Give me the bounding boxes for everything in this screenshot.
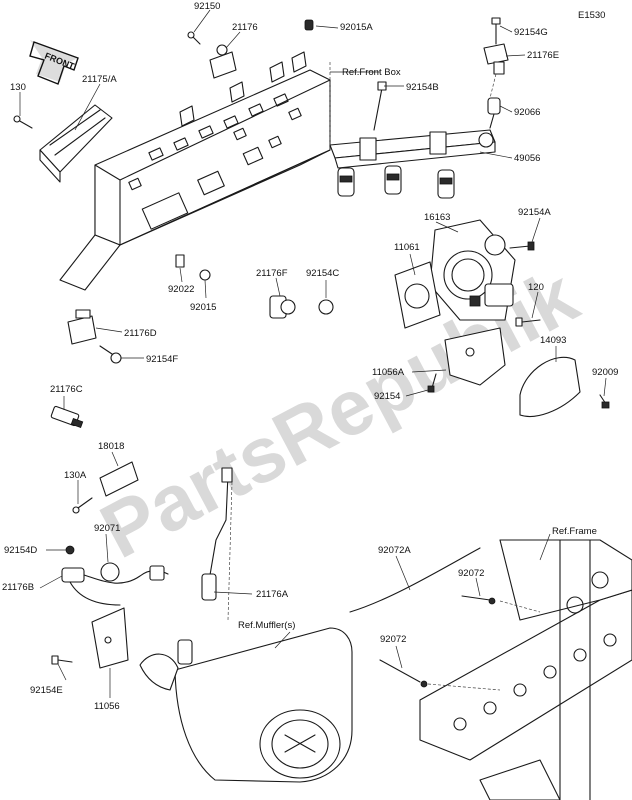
bracket-18018 xyxy=(99,461,139,497)
cover-14093 xyxy=(519,356,581,417)
part-label[interactable]: 11061 xyxy=(394,242,420,253)
part-label[interactable]: 92072 xyxy=(380,634,406,645)
part-label[interactable]: 92154G xyxy=(514,27,548,38)
cable-tie-92072-upper xyxy=(461,595,496,605)
part-label[interactable]: 92066 xyxy=(514,107,540,118)
part-label[interactable]: 92071 xyxy=(94,523,120,534)
bolt-92154 xyxy=(427,373,437,393)
part-label[interactable]: 92072A xyxy=(378,545,411,556)
part-label[interactable]: 92154B xyxy=(406,82,439,93)
bolt-92154f xyxy=(99,345,122,364)
ref-frame-label: Ref.Frame xyxy=(552,526,597,537)
part-label[interactable]: 92154E xyxy=(30,685,63,696)
part-label[interactable]: 92154D xyxy=(4,545,37,556)
part-label[interactable]: 92154 xyxy=(374,391,400,402)
part-label[interactable]: 92022 xyxy=(168,284,194,295)
ecu-module xyxy=(39,104,113,183)
part-labels: 92150 21176 92015A 92154G 21176E 130 211… xyxy=(2,1,618,712)
pressure-sensor-92066 xyxy=(487,97,501,129)
bolt-92150 xyxy=(187,31,201,45)
sensor-21176f xyxy=(269,295,296,319)
bolt-130a xyxy=(72,497,93,514)
part-label[interactable]: 92015A xyxy=(340,22,373,33)
part-label[interactable]: 21175/A xyxy=(82,74,117,85)
part-label[interactable]: 18018 xyxy=(98,441,124,452)
muffler xyxy=(139,627,353,783)
part-label[interactable]: 21176F xyxy=(256,268,288,279)
cable-tie-92072-lower xyxy=(379,659,428,688)
sensor-21176e xyxy=(483,43,509,75)
part-label[interactable]: 130A xyxy=(64,470,87,481)
leader-lines xyxy=(19,9,607,698)
part-label[interactable]: 49056 xyxy=(514,153,540,164)
part-label[interactable]: 92154A xyxy=(518,207,551,218)
cable-tie-92072a xyxy=(349,547,481,613)
part-label[interactable]: 21176A xyxy=(256,589,289,600)
nut-92015 xyxy=(199,269,211,281)
o2-sensor-21176a xyxy=(201,467,233,601)
sensor-21176d xyxy=(67,309,97,345)
front-box-bracket xyxy=(59,51,331,291)
diagram-code: E1530 xyxy=(578,10,605,21)
ref-front-box-label: Ref.Front Box xyxy=(342,67,401,78)
sensor-21176 xyxy=(209,44,237,79)
part-label[interactable]: 21176 xyxy=(232,22,258,33)
dashed-guides xyxy=(227,62,541,691)
frame xyxy=(419,539,632,800)
part-label[interactable]: 92154C xyxy=(306,268,339,279)
part-label[interactable]: 21176D xyxy=(124,328,157,339)
part-label[interactable]: 16163 xyxy=(424,212,450,223)
bracket-11056a xyxy=(444,327,506,386)
part-label[interactable]: 92154F xyxy=(146,354,178,365)
bolt-92154g xyxy=(491,17,501,45)
part-label[interactable]: 21176B xyxy=(2,582,34,593)
part-label[interactable]: 92150 xyxy=(194,1,220,12)
part-label[interactable]: 92009 xyxy=(592,367,618,378)
grommet-92154d xyxy=(65,545,75,555)
part-label[interactable]: 92015 xyxy=(190,302,216,313)
part-label[interactable]: 11056 xyxy=(94,701,120,712)
grommet-92015a xyxy=(304,19,314,31)
watermark: PartsRepublik xyxy=(87,251,592,575)
front-arrow-icon: FRONT xyxy=(29,40,79,85)
clamp-92071 xyxy=(100,562,120,582)
part-label[interactable]: 11056A xyxy=(372,367,405,378)
throttle-body-16163 xyxy=(429,219,516,321)
part-label[interactable]: 21176E xyxy=(527,50,559,61)
bracket-92022 xyxy=(175,254,185,268)
part-label[interactable]: 130 xyxy=(10,82,26,93)
bolt-92154e xyxy=(51,655,73,665)
part-label[interactable]: 14093 xyxy=(540,335,566,346)
part-label[interactable]: 21176C xyxy=(50,384,83,395)
bolt-130 xyxy=(13,115,33,129)
bolt-92154b xyxy=(373,81,387,131)
o2-sensor-21176b xyxy=(61,565,169,606)
fuel-rail-49056 xyxy=(329,129,496,199)
bolt-92009 xyxy=(599,394,610,409)
bracket-11056 xyxy=(91,607,129,669)
gasket-11061 xyxy=(394,261,441,329)
bolt-92154a xyxy=(509,241,535,251)
bolt-120 xyxy=(515,317,541,327)
ref-muffler-label: Ref.Muffler(s) xyxy=(238,620,295,631)
part-label[interactable]: 120 xyxy=(528,282,544,293)
washer-92154c xyxy=(318,299,334,315)
part-label[interactable]: 92072 xyxy=(458,568,484,579)
sensor-21176c xyxy=(50,405,84,429)
